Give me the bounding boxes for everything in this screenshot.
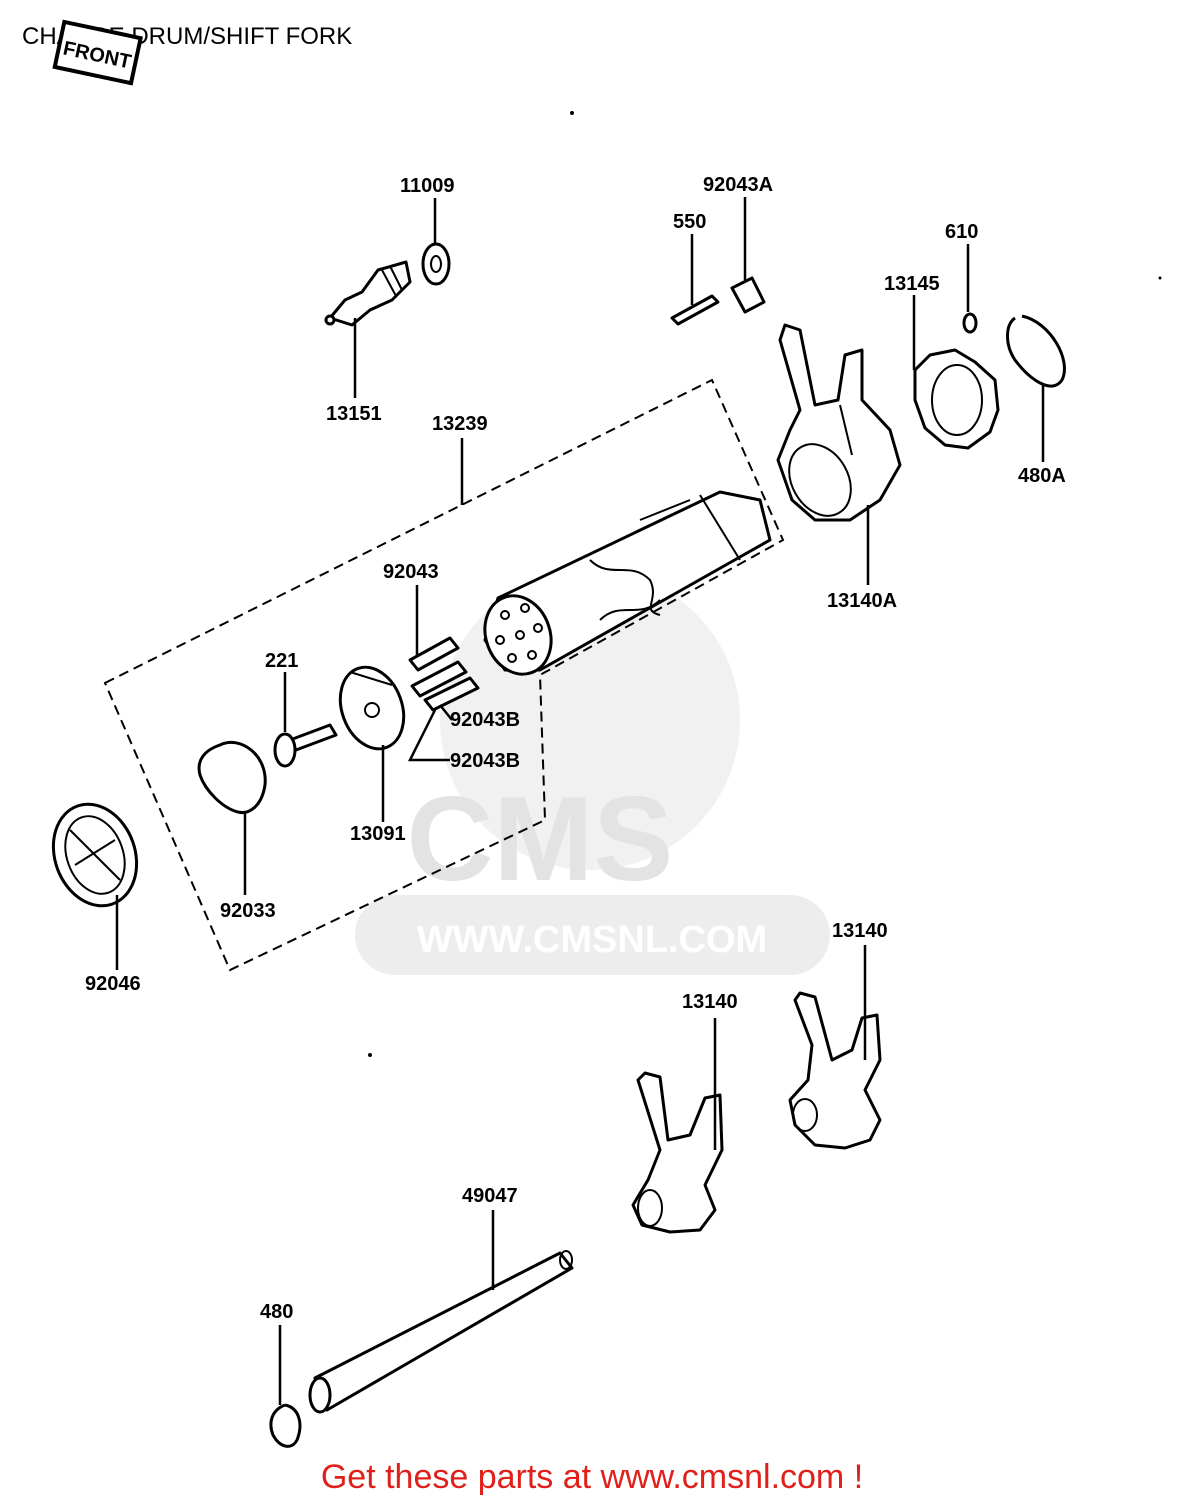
label-480: 480 xyxy=(260,1301,293,1323)
washer-11009 xyxy=(421,242,451,286)
label-13140A: 13140A xyxy=(827,590,897,612)
pins-92043 xyxy=(408,636,480,712)
label-92043A: 92043A xyxy=(703,174,773,196)
needle-bearing-92046 xyxy=(51,802,139,908)
drum-assembly-outline xyxy=(103,378,785,972)
shift-fork-13140-right xyxy=(788,991,882,1150)
label-480A: 480A xyxy=(1018,465,1066,487)
label-13239: 13239 xyxy=(432,413,488,435)
pin-92043A xyxy=(730,276,766,314)
label-92043B-2: 92043B xyxy=(450,750,520,772)
plate-13145 xyxy=(913,348,1000,450)
watermark-brand: CMS xyxy=(407,772,674,906)
pin-550 xyxy=(670,294,720,326)
circlip-480A xyxy=(1006,314,1066,388)
label-13140-1: 13140 xyxy=(832,920,888,942)
label-221: 221 xyxy=(265,650,298,672)
leader-line xyxy=(407,709,450,762)
shift-rod-49047 xyxy=(308,1250,574,1414)
label-13091: 13091 xyxy=(350,823,406,845)
label-92043: 92043 xyxy=(383,561,439,583)
shift-fork-13140A xyxy=(776,323,902,522)
circlip-480 xyxy=(269,1403,302,1448)
change-drum-13239 xyxy=(483,490,772,676)
shift-fork-13140-left xyxy=(631,1071,724,1234)
label-92043B-1: 92043B xyxy=(450,709,520,731)
promo-link-text[interactable]: Get these parts at www.cmsnl.com ! xyxy=(321,1458,863,1496)
label-92033: 92033 xyxy=(220,900,276,922)
label-610: 610 xyxy=(945,221,978,243)
leader-line xyxy=(439,704,453,721)
pin-plate-13091 xyxy=(338,665,406,751)
label-49047: 49047 xyxy=(462,1185,518,1207)
watermark-url: WWW.CMSNL.COM xyxy=(417,919,767,961)
pin-610 xyxy=(962,312,978,334)
neutral-switch-13151 xyxy=(324,260,412,327)
circlip-92033 xyxy=(197,740,267,815)
front-direction-badge: FRONT xyxy=(52,19,143,86)
label-11009: 11009 xyxy=(400,175,455,197)
label-13140-2: 13140 xyxy=(682,991,738,1013)
label-13145: 13145 xyxy=(884,273,940,295)
label-92046: 92046 xyxy=(85,973,141,995)
label-550: 550 xyxy=(673,211,706,233)
label-13151: 13151 xyxy=(326,403,382,425)
screw-221 xyxy=(273,723,338,768)
